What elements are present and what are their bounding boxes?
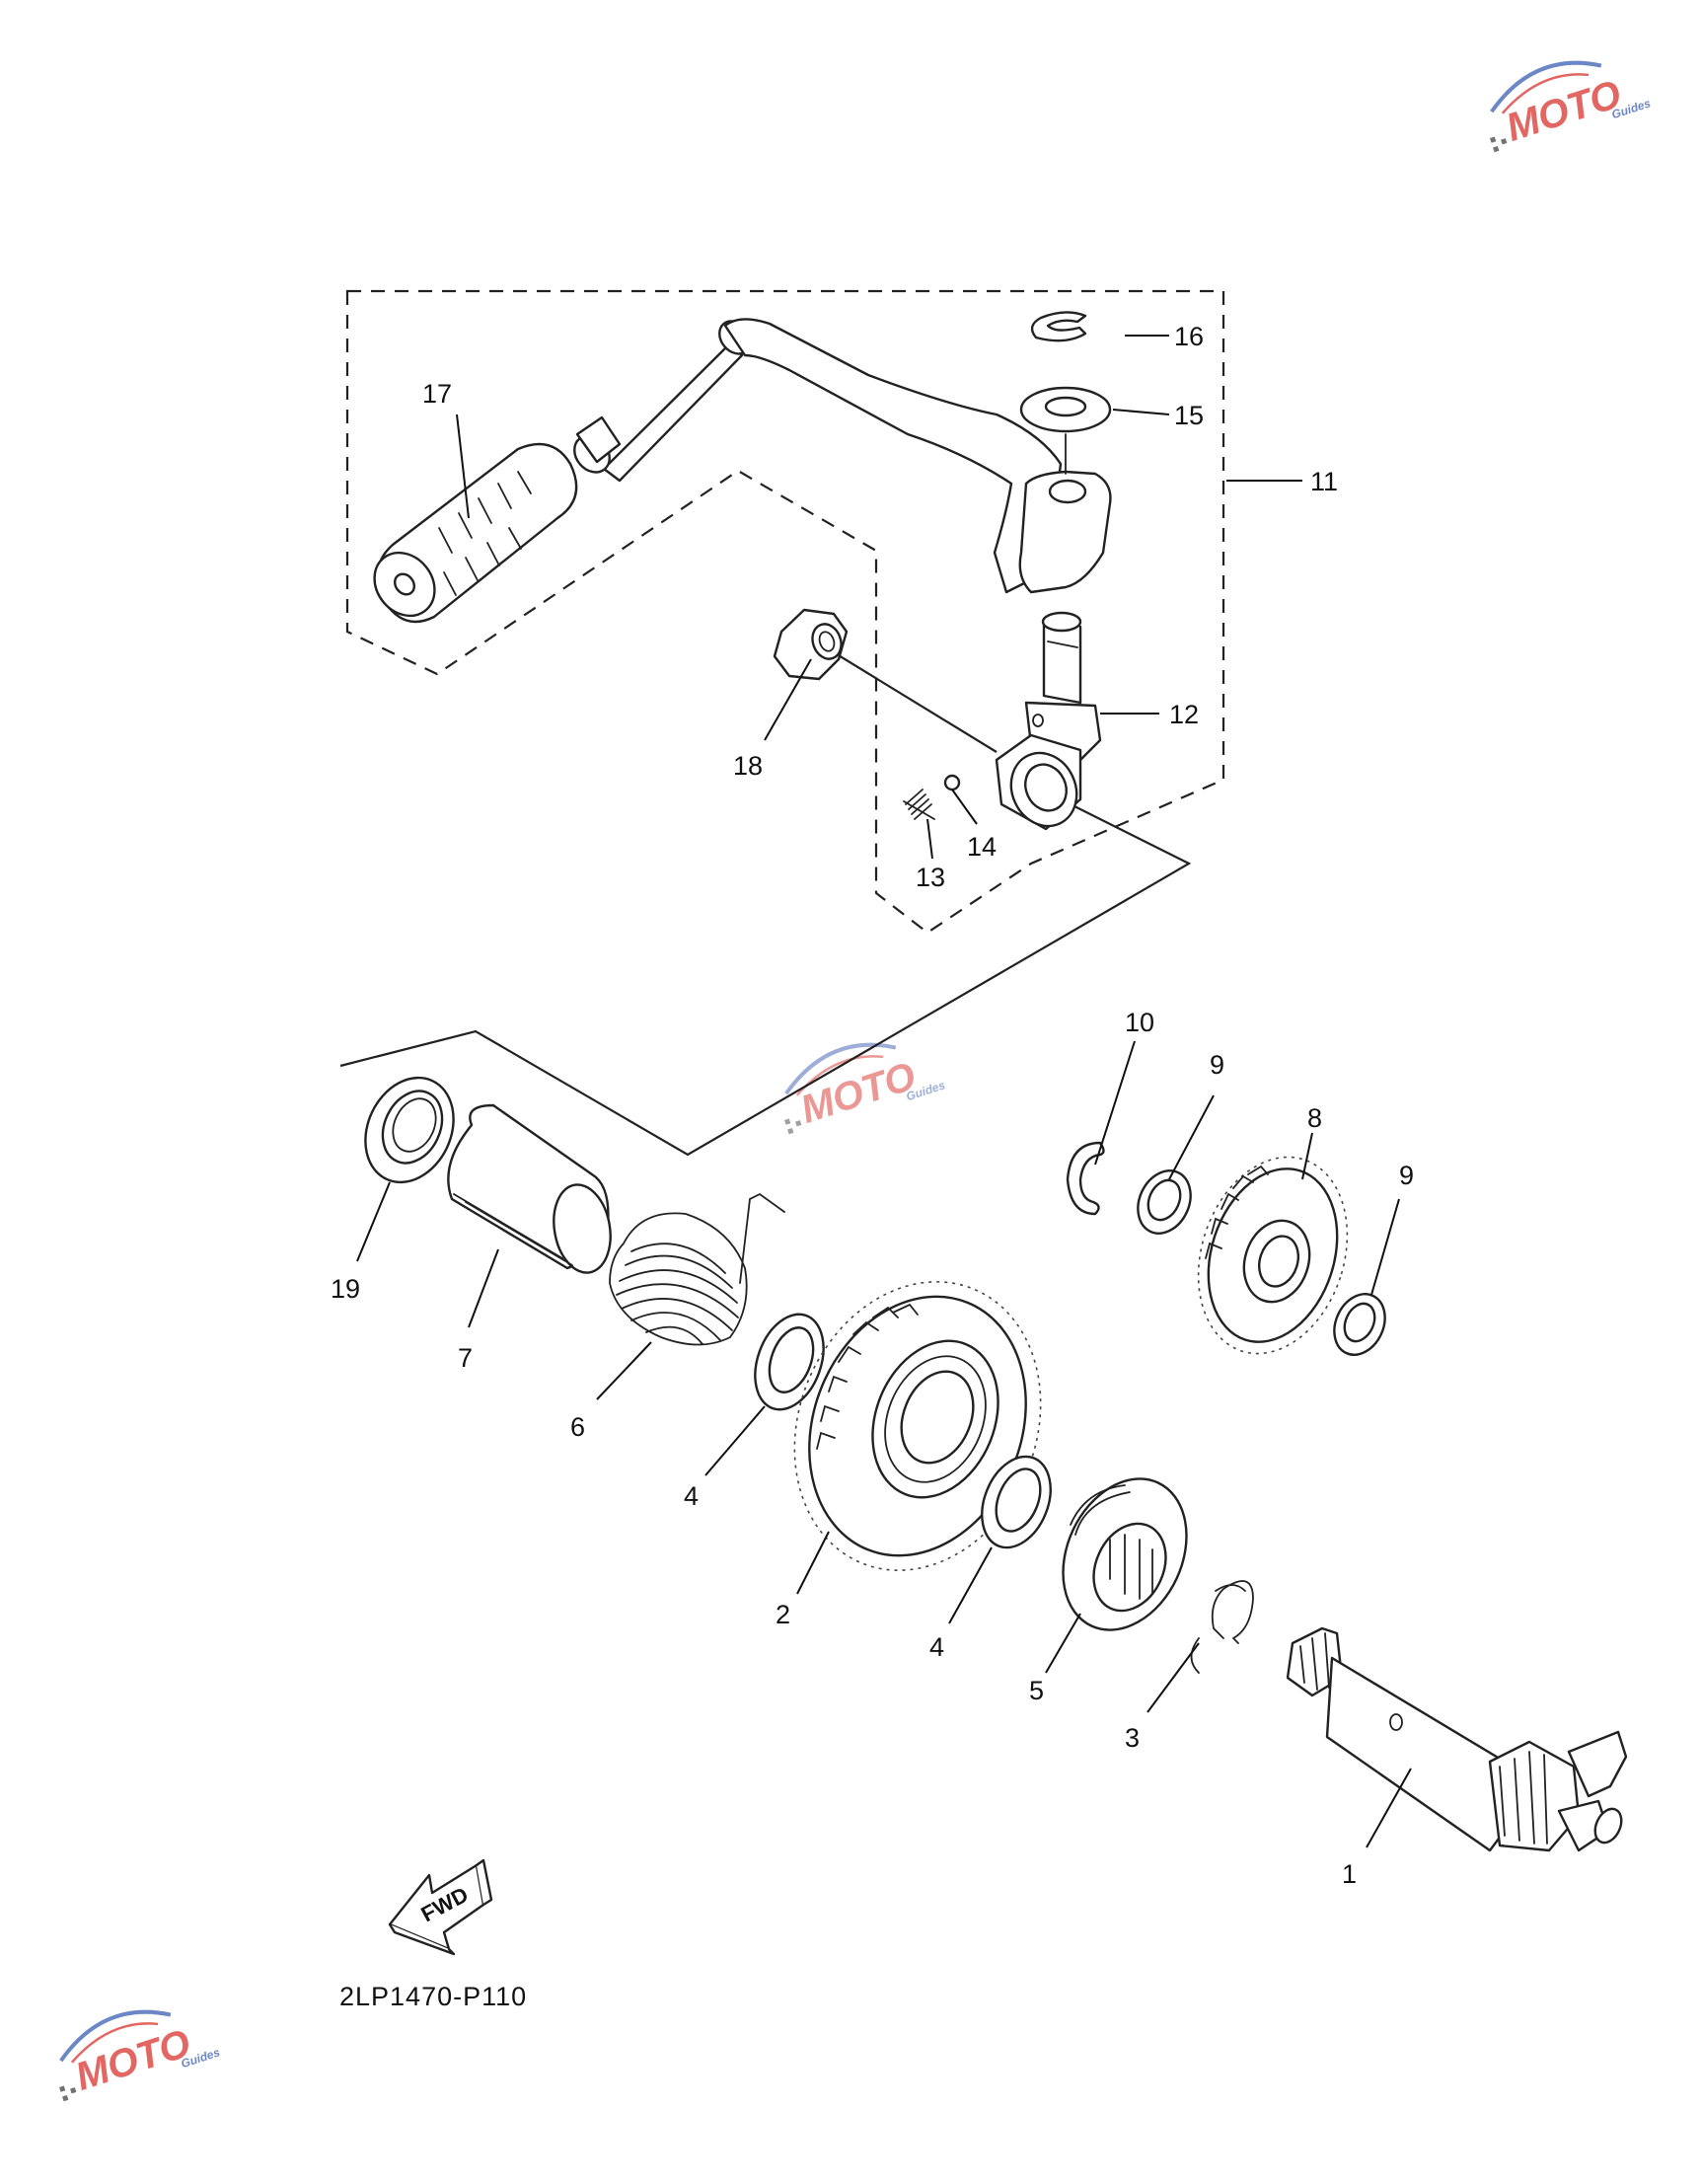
callout-9-left: 9: [1210, 1050, 1224, 1080]
part-4-washer-lower: [981, 1455, 1052, 1549]
leader-lines: [356, 335, 1412, 1848]
part-code: 2LP1470-P110: [339, 1982, 527, 2011]
part-2-kick-gear: [793, 1281, 1042, 1571]
watermark-center: MOTO Guides: [784, 1042, 947, 1135]
callout-6: 6: [570, 1412, 585, 1442]
assembly-frame-11: [345, 289, 1225, 935]
callout-7: 7: [458, 1343, 473, 1373]
callout-9-right: 9: [1399, 1161, 1414, 1190]
part-8-idler-gear: [1197, 1156, 1349, 1355]
part-9-washer-left: [1137, 1169, 1192, 1235]
watermark-bottom-left: MOTO Guides: [59, 2009, 222, 2102]
part-17-grip: [373, 442, 578, 624]
callout-4-upper: 4: [684, 1481, 699, 1511]
kick-lever-arm: [573, 318, 1112, 594]
callout-3: 3: [1125, 1723, 1140, 1753]
part-7-collar: [447, 1103, 612, 1274]
watermark-top-right: MOTO Guides: [1490, 60, 1653, 153]
callout-5: 5: [1029, 1676, 1044, 1705]
part-14-ball: [943, 774, 961, 791]
callout-17: 17: [422, 379, 452, 409]
callout-13: 13: [916, 863, 945, 892]
part-1-kick-axle: [1286, 1626, 1628, 1852]
callout-15: 15: [1174, 401, 1204, 430]
part-13-spring: [903, 789, 935, 820]
callout-14: 14: [967, 832, 997, 862]
callout-16: 16: [1174, 322, 1204, 351]
callout-18: 18: [733, 751, 763, 781]
part-16-circlip: [1030, 311, 1087, 342]
alignment-lines: [339, 638, 1192, 1157]
callout-12: 12: [1169, 700, 1199, 729]
part-18-nut: [773, 608, 849, 681]
part-10-circlip: [1066, 1141, 1105, 1216]
callout-1: 1: [1342, 1859, 1357, 1889]
callout-8: 8: [1307, 1103, 1322, 1133]
callout-11: 11: [1310, 467, 1338, 496]
part-19-oil-seal: [364, 1076, 455, 1184]
fwd-arrow-icon: FWD: [388, 1858, 493, 1956]
part-5-ratchet: [1062, 1477, 1188, 1631]
callout-10: 10: [1125, 1008, 1154, 1037]
callouts: 1 2 3 4 4 5 6 7 8 9 9 10 11 12 13 14 15 …: [331, 322, 1414, 1889]
part-3-ratchet-spring: [1190, 1580, 1254, 1674]
part-9-washer-right: [1333, 1293, 1386, 1356]
callout-2: 2: [776, 1600, 790, 1629]
callout-19: 19: [331, 1274, 360, 1304]
part-6-torsion-spring: [609, 1192, 785, 1346]
part-12-kick-boss: [995, 611, 1102, 831]
part-15-washer: [1019, 386, 1112, 475]
part-4-washer-upper: [754, 1313, 825, 1411]
callout-4-lower: 4: [929, 1632, 944, 1662]
